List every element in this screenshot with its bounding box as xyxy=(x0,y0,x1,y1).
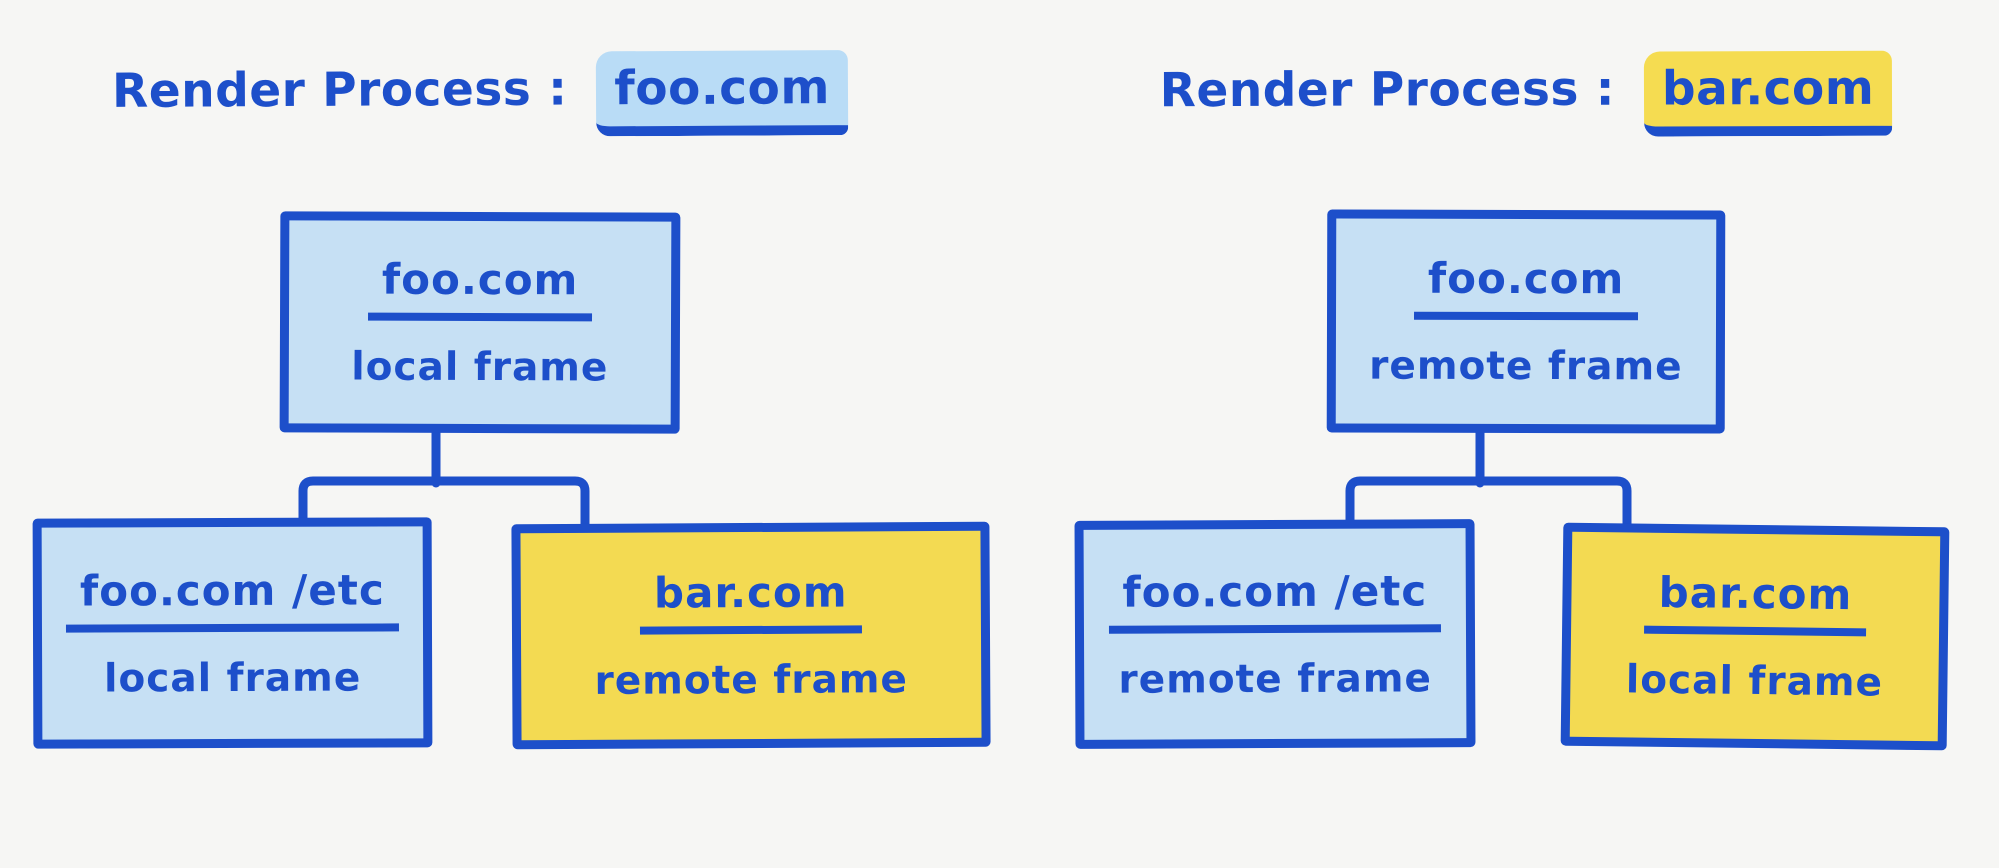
tree-connector-bracket-right xyxy=(1345,476,1632,534)
frame-type: remote frame xyxy=(1118,655,1432,703)
tree-connector-bracket-left xyxy=(298,476,590,531)
frame-node-foo-etc: foo.com /etc local frame xyxy=(32,517,433,749)
frame-node-foo-root-remote: foo.com remote frame xyxy=(1326,209,1726,434)
title-prefix: Render Process : xyxy=(111,61,568,119)
frame-type: remote frame xyxy=(1369,343,1683,390)
frame-node-foo-etc-remote: foo.com /etc remote frame xyxy=(1074,519,1476,749)
title-prefix: Render Process : xyxy=(1159,61,1616,119)
title-site-highlight-foo: foo.com xyxy=(596,50,849,137)
frame-type: local frame xyxy=(351,344,609,391)
frame-node-bar-local: bar.com local frame xyxy=(1560,522,1950,751)
frame-url: bar.com xyxy=(639,567,862,635)
title-site-highlight-bar: bar.com xyxy=(1643,50,1893,137)
frame-url: foo.com xyxy=(367,254,593,322)
frame-url: foo.com /etc xyxy=(1108,565,1442,634)
frame-type: local frame xyxy=(104,655,362,701)
frame-node-foo-root: foo.com local frame xyxy=(279,211,681,434)
render-process-title-foo: Render Process : foo.com xyxy=(80,50,880,139)
render-process-title-bar: Render Process : bar.com xyxy=(1126,50,1926,139)
frame-url: bar.com xyxy=(1644,567,1867,637)
frame-url: foo.com /etc xyxy=(65,564,399,633)
frame-type: local frame xyxy=(1625,657,1884,706)
frame-type: remote frame xyxy=(594,657,909,704)
frame-url: foo.com xyxy=(1413,253,1639,321)
frame-node-bar-remote: bar.com remote frame xyxy=(511,521,991,750)
